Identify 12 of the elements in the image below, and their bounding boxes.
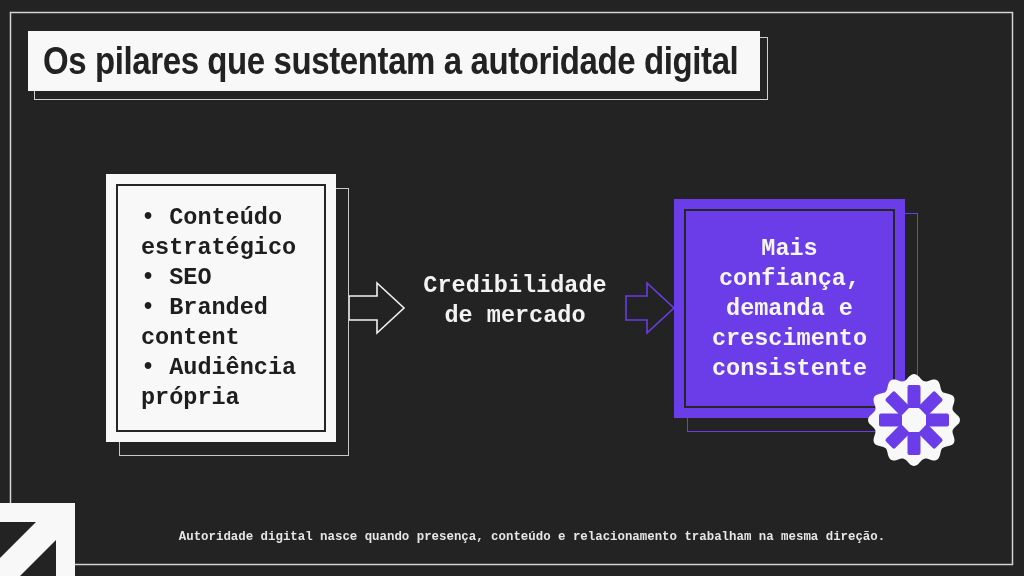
box-text: Mais confiança, demanda e crescimento consistente xyxy=(710,233,869,384)
result-box xyxy=(674,199,918,432)
list-box xyxy=(106,174,349,456)
caption: Autoridade digital nasce quando presença, conteúdo e relacionamento trabalham na mesma direção. xyxy=(178,530,886,544)
title: Os pilares que sustentam a autoridade digital xyxy=(43,40,739,82)
node-text: Credibilidade de mercado xyxy=(422,271,608,331)
list-item: • SEO xyxy=(141,263,213,293)
block-arrow xyxy=(348,281,406,335)
list-item: • Conteúdo estratégico xyxy=(141,203,298,263)
list-item: • Branded content xyxy=(141,293,269,353)
list-item: • Audiência própria xyxy=(141,353,298,413)
block-arrow xyxy=(625,281,676,335)
